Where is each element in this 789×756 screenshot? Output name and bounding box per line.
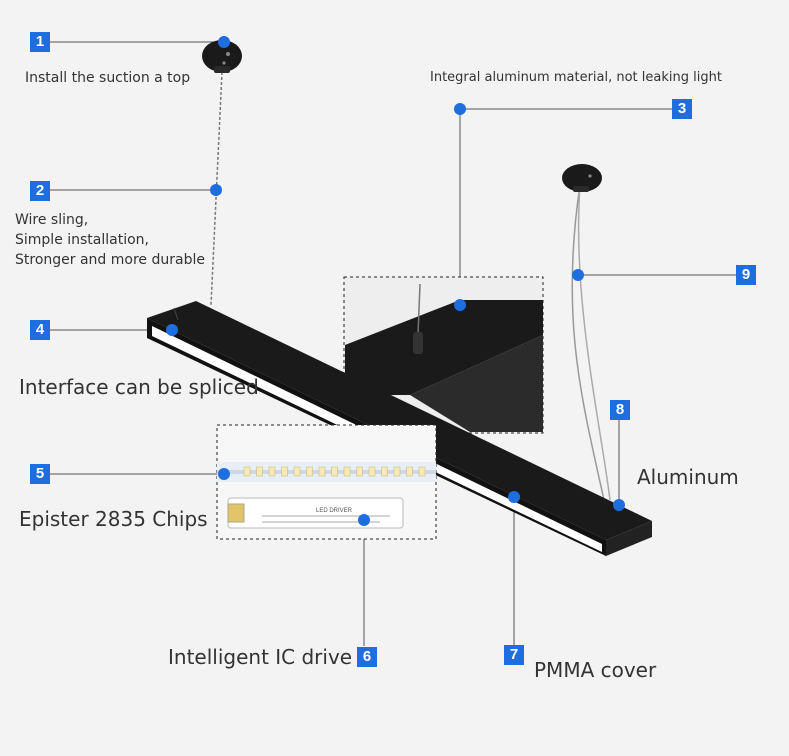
callout-badge-4: 4 xyxy=(30,320,50,340)
callout-badge-1: 1 xyxy=(30,32,50,52)
led-chip xyxy=(356,466,363,477)
caption-ic-drive: Intelligent IC drive xyxy=(168,645,353,669)
callout-badge-6: 6 xyxy=(357,647,377,667)
caption-wire-sling-2: Simple installation, xyxy=(15,232,150,248)
caption-wire-sling-1: Wire sling, xyxy=(15,212,89,228)
caption-epister-chips: Epister 2835 Chips xyxy=(19,507,208,531)
caption-integral-aluminum: Integral aluminum material, not leaking … xyxy=(430,70,722,85)
caption-wire-sling-3: Stronger and more durable xyxy=(15,252,205,268)
callout-badge-2: 2 xyxy=(30,181,50,201)
ceiling-canopy-right xyxy=(562,164,602,192)
led-chip xyxy=(406,466,413,477)
led-chip xyxy=(343,466,351,477)
caption-interface-spliced: Interface can be spliced xyxy=(19,375,259,399)
caption-suction-top: Install the suction a top xyxy=(25,70,191,86)
led-strip-icon xyxy=(243,466,426,477)
callout-badge-9: 9 xyxy=(736,265,756,285)
led-chip xyxy=(306,466,313,477)
led-chip xyxy=(281,466,288,477)
led-chip xyxy=(256,466,263,477)
led-chip xyxy=(243,466,251,477)
led-chip xyxy=(418,466,426,477)
led-chip xyxy=(318,466,326,477)
leader-lines xyxy=(50,41,736,646)
led-chip xyxy=(331,466,338,477)
callout-badge-3: 3 xyxy=(672,99,692,119)
led-chip xyxy=(293,466,301,477)
callout-dots xyxy=(166,36,625,526)
callout-badge-5: 5 xyxy=(30,464,50,484)
led-chip xyxy=(268,466,276,477)
led-driver-label: LED DRIVER xyxy=(316,508,353,514)
led-chip xyxy=(368,466,376,477)
callout-badge-8: 8 xyxy=(610,400,630,420)
ceiling-canopy-icon xyxy=(202,40,242,73)
caption-aluminum: Aluminum xyxy=(637,465,739,489)
callout-badge-7: 7 xyxy=(504,645,524,665)
led-chip xyxy=(393,466,401,477)
led-chip xyxy=(381,466,388,477)
caption-pmma-cover: PMMA cover xyxy=(534,658,657,682)
